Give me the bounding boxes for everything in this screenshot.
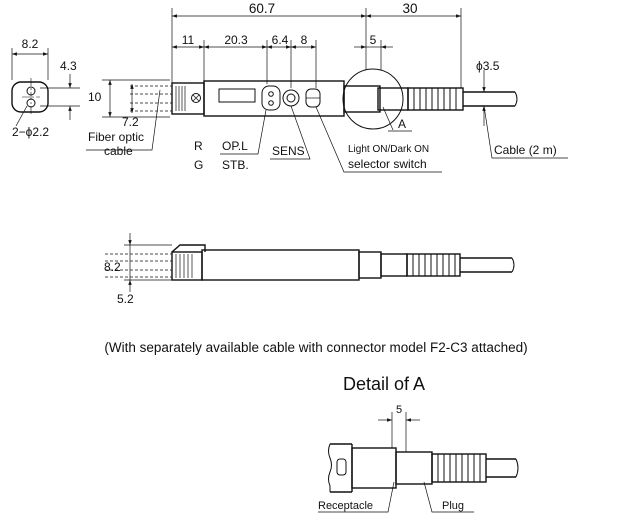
- caption: (With separately available cable with co…: [104, 340, 527, 355]
- detail-a-circle: [342, 68, 404, 130]
- label-selector-line2: selector switch: [348, 157, 427, 171]
- lock-screw-icon: [191, 93, 201, 103]
- label-cable: Cable (2 m): [494, 143, 557, 157]
- dim-height-10: 10: [88, 90, 102, 104]
- dim-seg-11: 11: [182, 33, 195, 47]
- dim-hole-dia: 2−ϕ2.2: [12, 125, 49, 139]
- connector-receptacle: [343, 85, 381, 113]
- op-stb-indicator: [261, 85, 281, 111]
- label-opl: OP.L: [222, 139, 248, 153]
- dim-end-43: 4.3: [60, 59, 77, 73]
- dim-end-width: 8.2: [22, 37, 39, 51]
- dim-top-width: 60.7: [249, 1, 275, 16]
- plug: [395, 451, 433, 485]
- label-fiber-line2: cable: [104, 144, 133, 158]
- fiber-lock-lever: [171, 82, 205, 115]
- end-view: 8.2 4.3 2−ϕ2.2: [11, 37, 80, 139]
- label-g: G: [194, 158, 203, 172]
- receptacle-slot: [336, 458, 347, 476]
- sens-dial-icon: [282, 89, 300, 107]
- dim-height-7-2: 7.2: [122, 115, 139, 129]
- label-fiber-line1: Fiber optic: [88, 130, 144, 144]
- side-body: [201, 249, 360, 281]
- label-sens: SENS: [272, 144, 305, 158]
- detail-a-view: 5 Receptacle Plug: [318, 404, 519, 513]
- dim-seg-6-4: 6.4: [272, 33, 289, 47]
- label-a: A: [398, 117, 406, 131]
- end-view-outline: [11, 81, 49, 113]
- dim-cable-dia: ϕ3.5: [476, 59, 500, 73]
- label-selector-line1: Light ON/Dark ON: [348, 144, 429, 155]
- label-plug: Plug: [442, 500, 464, 512]
- label-r: R: [194, 139, 203, 153]
- dim-cable-len: 30: [402, 1, 417, 16]
- side-view: 8.2 5.2: [104, 233, 515, 306]
- dim-seg-8: 8: [301, 33, 308, 47]
- dim-side-5-2: 5.2: [117, 292, 134, 306]
- dim-seg-20-3: 20.3: [224, 33, 248, 47]
- dim-detail-5: 5: [396, 404, 402, 416]
- label-receptacle: Receptacle: [318, 500, 373, 512]
- indicator-window: [218, 88, 256, 103]
- dim-seg-5: 5: [370, 33, 377, 47]
- detail-title: Detail of A: [343, 374, 425, 394]
- dim-side-8-2: 8.2: [104, 260, 121, 274]
- cable-boot: [407, 87, 464, 111]
- label-stb: STB.: [222, 158, 249, 172]
- top-view: 10 7.2: [86, 1, 568, 173]
- receptacle: [351, 447, 397, 489]
